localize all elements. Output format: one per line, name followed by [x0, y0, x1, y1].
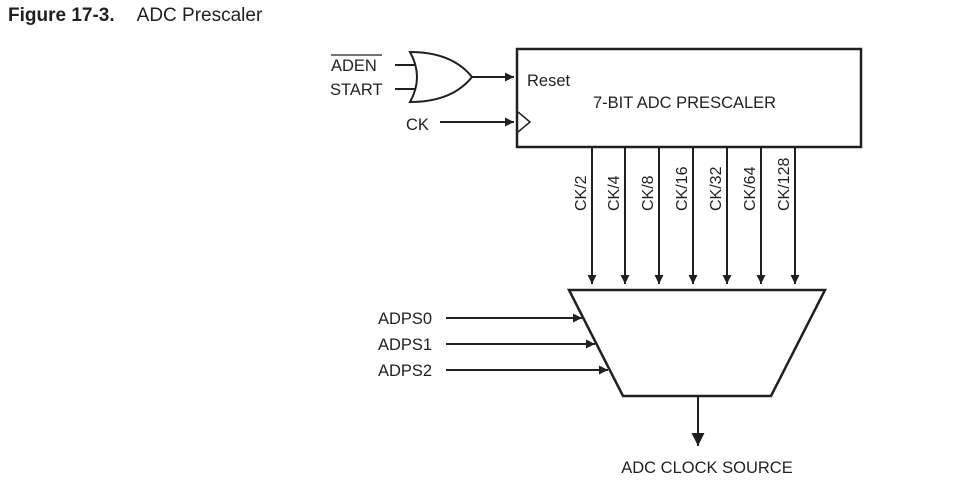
tap-label-ck64: CK/64 — [742, 166, 759, 211]
tap-label-ck2: CK/2 — [573, 175, 590, 211]
adps1-label: ADPS1 — [378, 336, 432, 354]
adps0-label: ADPS0 — [378, 310, 432, 328]
tap-labels: CK/2 CK/4 CK/8 CK/16 CK/32 CK/64 CK/128 — [573, 158, 793, 211]
tap-label-ck16: CK/16 — [674, 166, 691, 211]
reset-pin-label: Reset — [527, 72, 571, 90]
aden-label: ADEN — [331, 57, 377, 75]
clock-multiplexer — [566, 288, 828, 398]
output-label: ADC CLOCK SOURCE — [621, 459, 792, 477]
tap-lines — [587, 147, 800, 284]
adps2-label: ADPS2 — [378, 362, 432, 380]
or-gate — [408, 50, 474, 104]
tap-label-ck128: CK/128 — [776, 158, 793, 211]
prescaler-block — [515, 47, 863, 149]
tap-label-ck32: CK/32 — [708, 166, 725, 211]
clock-edge-symbol — [517, 111, 532, 133]
figure-caption: Figure 17-3. ADC Prescaler — [8, 5, 262, 27]
ck-label: CK — [406, 116, 429, 134]
start-label: START — [330, 81, 383, 99]
figure-title: ADC Prescaler — [136, 5, 263, 26]
figure-number: Figure 17-3. — [8, 5, 115, 26]
tap-label-ck8: CK/8 — [640, 175, 657, 211]
prescaler-name: 7-BIT ADC PRESCALER — [593, 94, 776, 112]
tap-label-ck4: CK/4 — [606, 175, 623, 211]
